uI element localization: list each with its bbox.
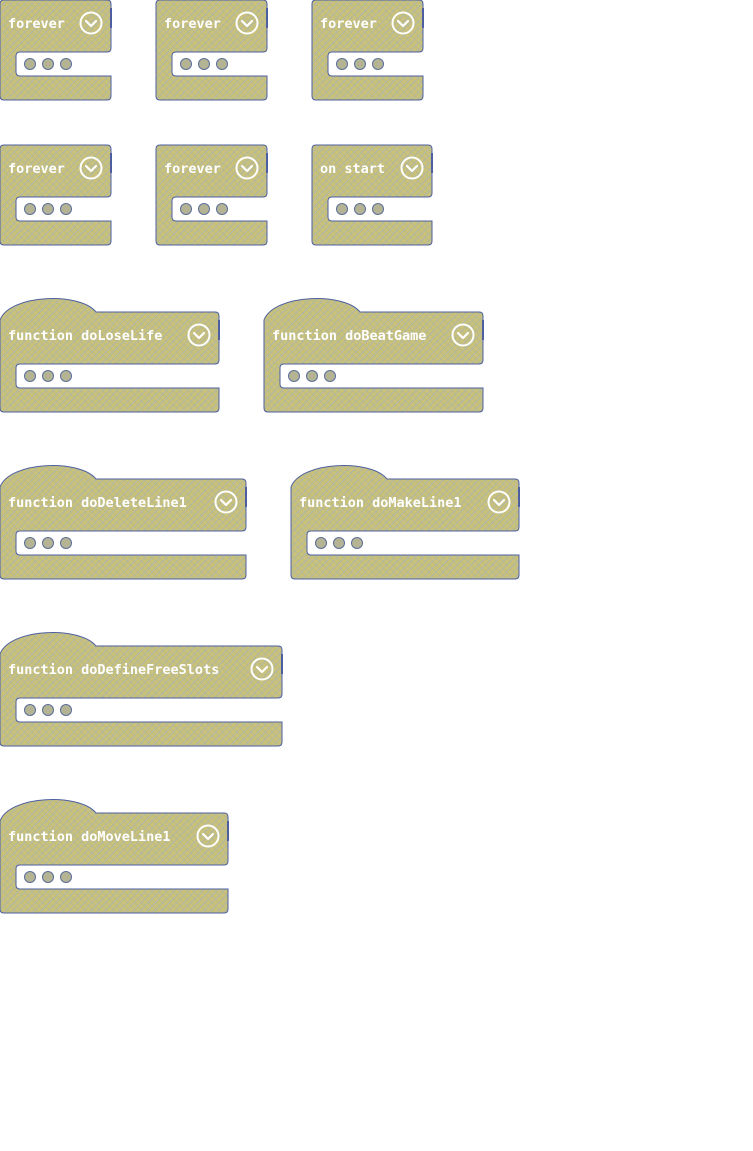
block-body bbox=[263, 298, 484, 413]
block-label: function doLoseLife bbox=[8, 328, 163, 344]
empty-statement-dots-icon[interactable] bbox=[24, 704, 72, 716]
empty-statement-dots-icon[interactable] bbox=[24, 203, 72, 215]
block-label: forever bbox=[320, 16, 377, 32]
block-label: forever bbox=[8, 161, 65, 177]
empty-statement-dots-icon[interactable] bbox=[24, 871, 72, 883]
empty-statement-dots-icon[interactable] bbox=[24, 370, 72, 382]
chevron-down-circle-icon bbox=[214, 490, 238, 514]
collapse-chevron-icon[interactable] bbox=[235, 156, 259, 180]
block-shape bbox=[0, 632, 283, 747]
empty-statement-dots-icon[interactable] bbox=[180, 203, 228, 215]
block-body bbox=[0, 0, 112, 101]
chevron-down-circle-icon bbox=[235, 11, 259, 35]
collapse-chevron-icon[interactable] bbox=[196, 824, 220, 848]
chevron-down-circle-icon bbox=[391, 11, 415, 35]
block-body bbox=[0, 298, 220, 413]
block-label: function doDeleteLine1 bbox=[8, 495, 187, 511]
block-label: forever bbox=[8, 16, 65, 32]
collapse-chevron-icon[interactable] bbox=[250, 657, 274, 681]
block-body bbox=[0, 799, 229, 914]
block-shape bbox=[263, 298, 484, 413]
block-shape bbox=[155, 144, 268, 246]
block-shape bbox=[311, 0, 424, 101]
block-body bbox=[0, 144, 112, 246]
chevron-down-circle-icon bbox=[250, 657, 274, 681]
block-shape bbox=[0, 465, 247, 580]
block-label: function doDefineFreeSlots bbox=[8, 662, 220, 678]
collapse-chevron-icon[interactable] bbox=[79, 11, 103, 35]
collapse-chevron-icon[interactable] bbox=[487, 490, 511, 514]
collapse-chevron-icon[interactable] bbox=[400, 156, 424, 180]
empty-statement-dots-icon[interactable] bbox=[24, 58, 72, 70]
collapse-chevron-icon[interactable] bbox=[214, 490, 238, 514]
empty-statement-dots-icon[interactable] bbox=[336, 203, 384, 215]
empty-statement-dots-icon[interactable] bbox=[315, 537, 363, 549]
empty-statement-dots-icon[interactable] bbox=[24, 537, 72, 549]
chevron-down-circle-icon bbox=[451, 323, 475, 347]
chevron-down-circle-icon bbox=[235, 156, 259, 180]
block-shape bbox=[0, 298, 220, 413]
block-body bbox=[290, 465, 520, 580]
block-label: on start bbox=[320, 161, 386, 177]
empty-statement-dots-icon[interactable] bbox=[336, 58, 384, 70]
block-shape bbox=[0, 799, 229, 914]
collapse-chevron-icon[interactable] bbox=[235, 11, 259, 35]
chevron-down-circle-icon bbox=[487, 490, 511, 514]
collapse-chevron-icon[interactable] bbox=[451, 323, 475, 347]
collapse-chevron-icon[interactable] bbox=[187, 323, 211, 347]
block-shape bbox=[0, 144, 112, 246]
chevron-down-circle-icon bbox=[79, 11, 103, 35]
block-body bbox=[155, 0, 268, 101]
empty-statement-dots-icon[interactable] bbox=[288, 370, 336, 382]
block-label: function doBeatGame bbox=[272, 328, 427, 344]
block-body bbox=[0, 465, 247, 580]
block-label: function doMoveLine1 bbox=[8, 829, 171, 845]
empty-statement-dots-icon[interactable] bbox=[180, 58, 228, 70]
block-label: function doMakeLine1 bbox=[299, 495, 462, 511]
collapse-chevron-icon[interactable] bbox=[391, 11, 415, 35]
block-shape bbox=[0, 0, 112, 101]
collapse-chevron-icon[interactable] bbox=[79, 156, 103, 180]
block-label: forever bbox=[164, 161, 221, 177]
block-body bbox=[0, 632, 283, 747]
block-shape bbox=[290, 465, 520, 580]
block-body bbox=[311, 0, 424, 101]
chevron-down-circle-icon bbox=[79, 156, 103, 180]
chevron-down-circle-icon bbox=[187, 323, 211, 347]
block-body bbox=[155, 144, 268, 246]
block-shape bbox=[155, 0, 268, 101]
chevron-down-circle-icon bbox=[400, 156, 424, 180]
chevron-down-circle-icon bbox=[196, 824, 220, 848]
block-label: forever bbox=[164, 16, 221, 32]
